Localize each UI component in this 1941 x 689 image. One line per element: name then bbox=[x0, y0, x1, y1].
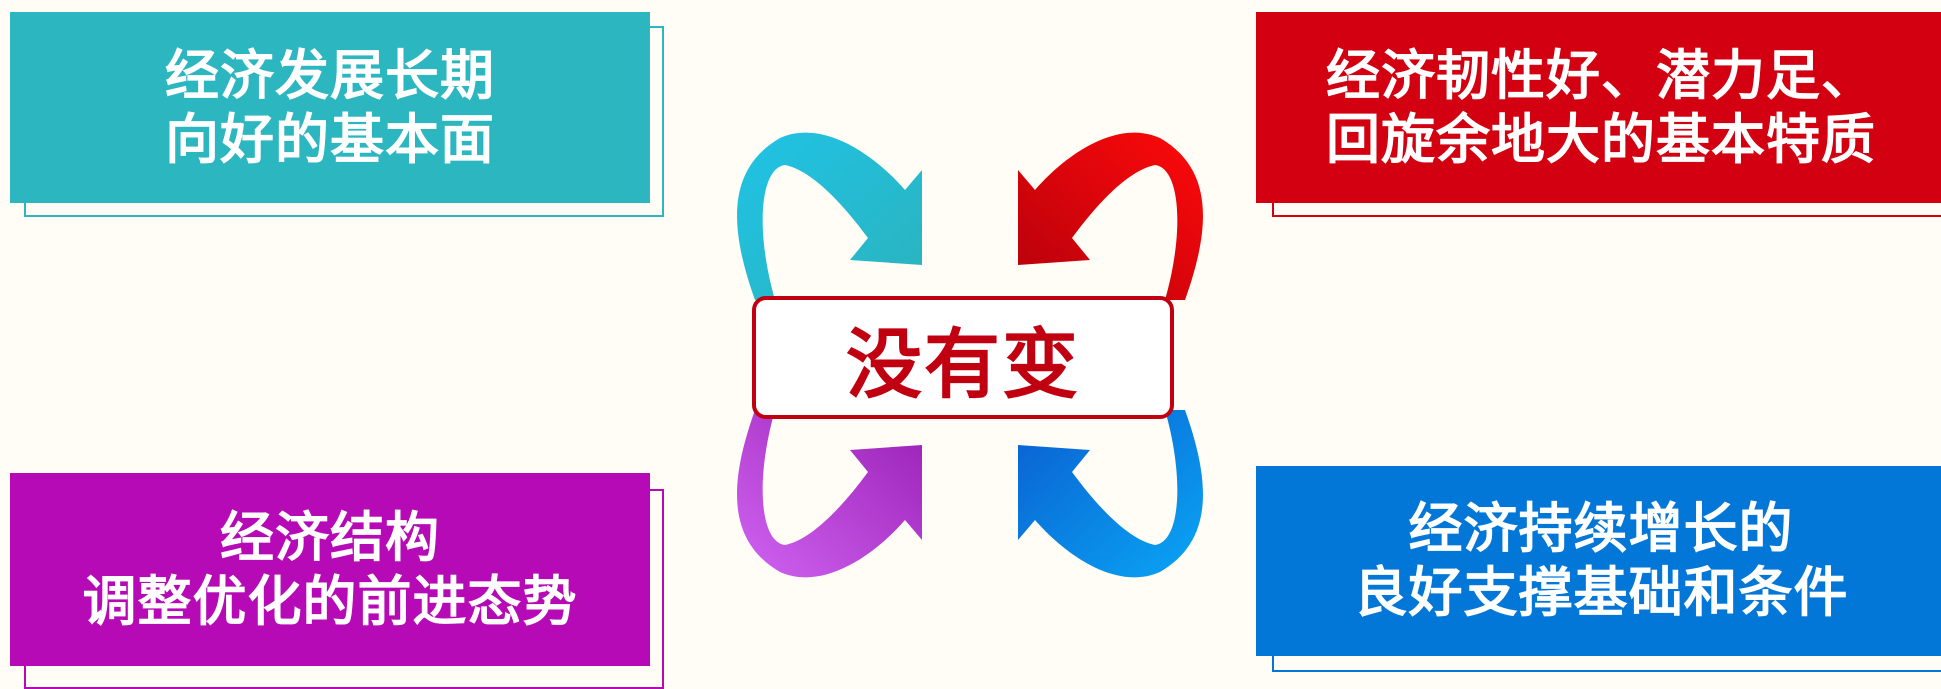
card-bottom-right: 经济持续增长的 良好支撑基础和条件 bbox=[1256, 466, 1941, 656]
card-top-right-line1: 经济韧性好、潜力足、 bbox=[1326, 43, 1876, 107]
card-bottom-right-line2: 良好支撑基础和条件 bbox=[1353, 561, 1849, 624]
top-left-arrow bbox=[737, 132, 922, 300]
card-top-left-line1: 经济发展长期 bbox=[165, 43, 495, 107]
center-label: 没有变 bbox=[846, 319, 1080, 409]
card-bottom-right-line1: 经济持续增长的 bbox=[1408, 497, 1794, 560]
bottom-left-arrow bbox=[737, 410, 922, 578]
top-right-arrow bbox=[1018, 132, 1203, 300]
card-bottom-left-line2: 调整优化的前进态势 bbox=[82, 569, 578, 633]
bottom-right-arrow bbox=[1018, 410, 1203, 578]
card-top-left-line2: 向好的基本面 bbox=[165, 107, 495, 171]
card-bottom-left: 经济结构 调整优化的前进态势 bbox=[10, 473, 650, 666]
card-top-right-line2: 回旋余地大的基本特质 bbox=[1326, 107, 1876, 171]
card-bottom-left-line1: 经济结构 bbox=[220, 505, 440, 569]
card-top-left: 经济发展长期 向好的基本面 bbox=[10, 12, 650, 203]
curved-arrows-graphic bbox=[737, 132, 1203, 578]
card-top-right: 经济韧性好、潜力足、 回旋余地大的基本特质 bbox=[1256, 12, 1941, 203]
center-label-box: 没有变 bbox=[752, 296, 1174, 419]
